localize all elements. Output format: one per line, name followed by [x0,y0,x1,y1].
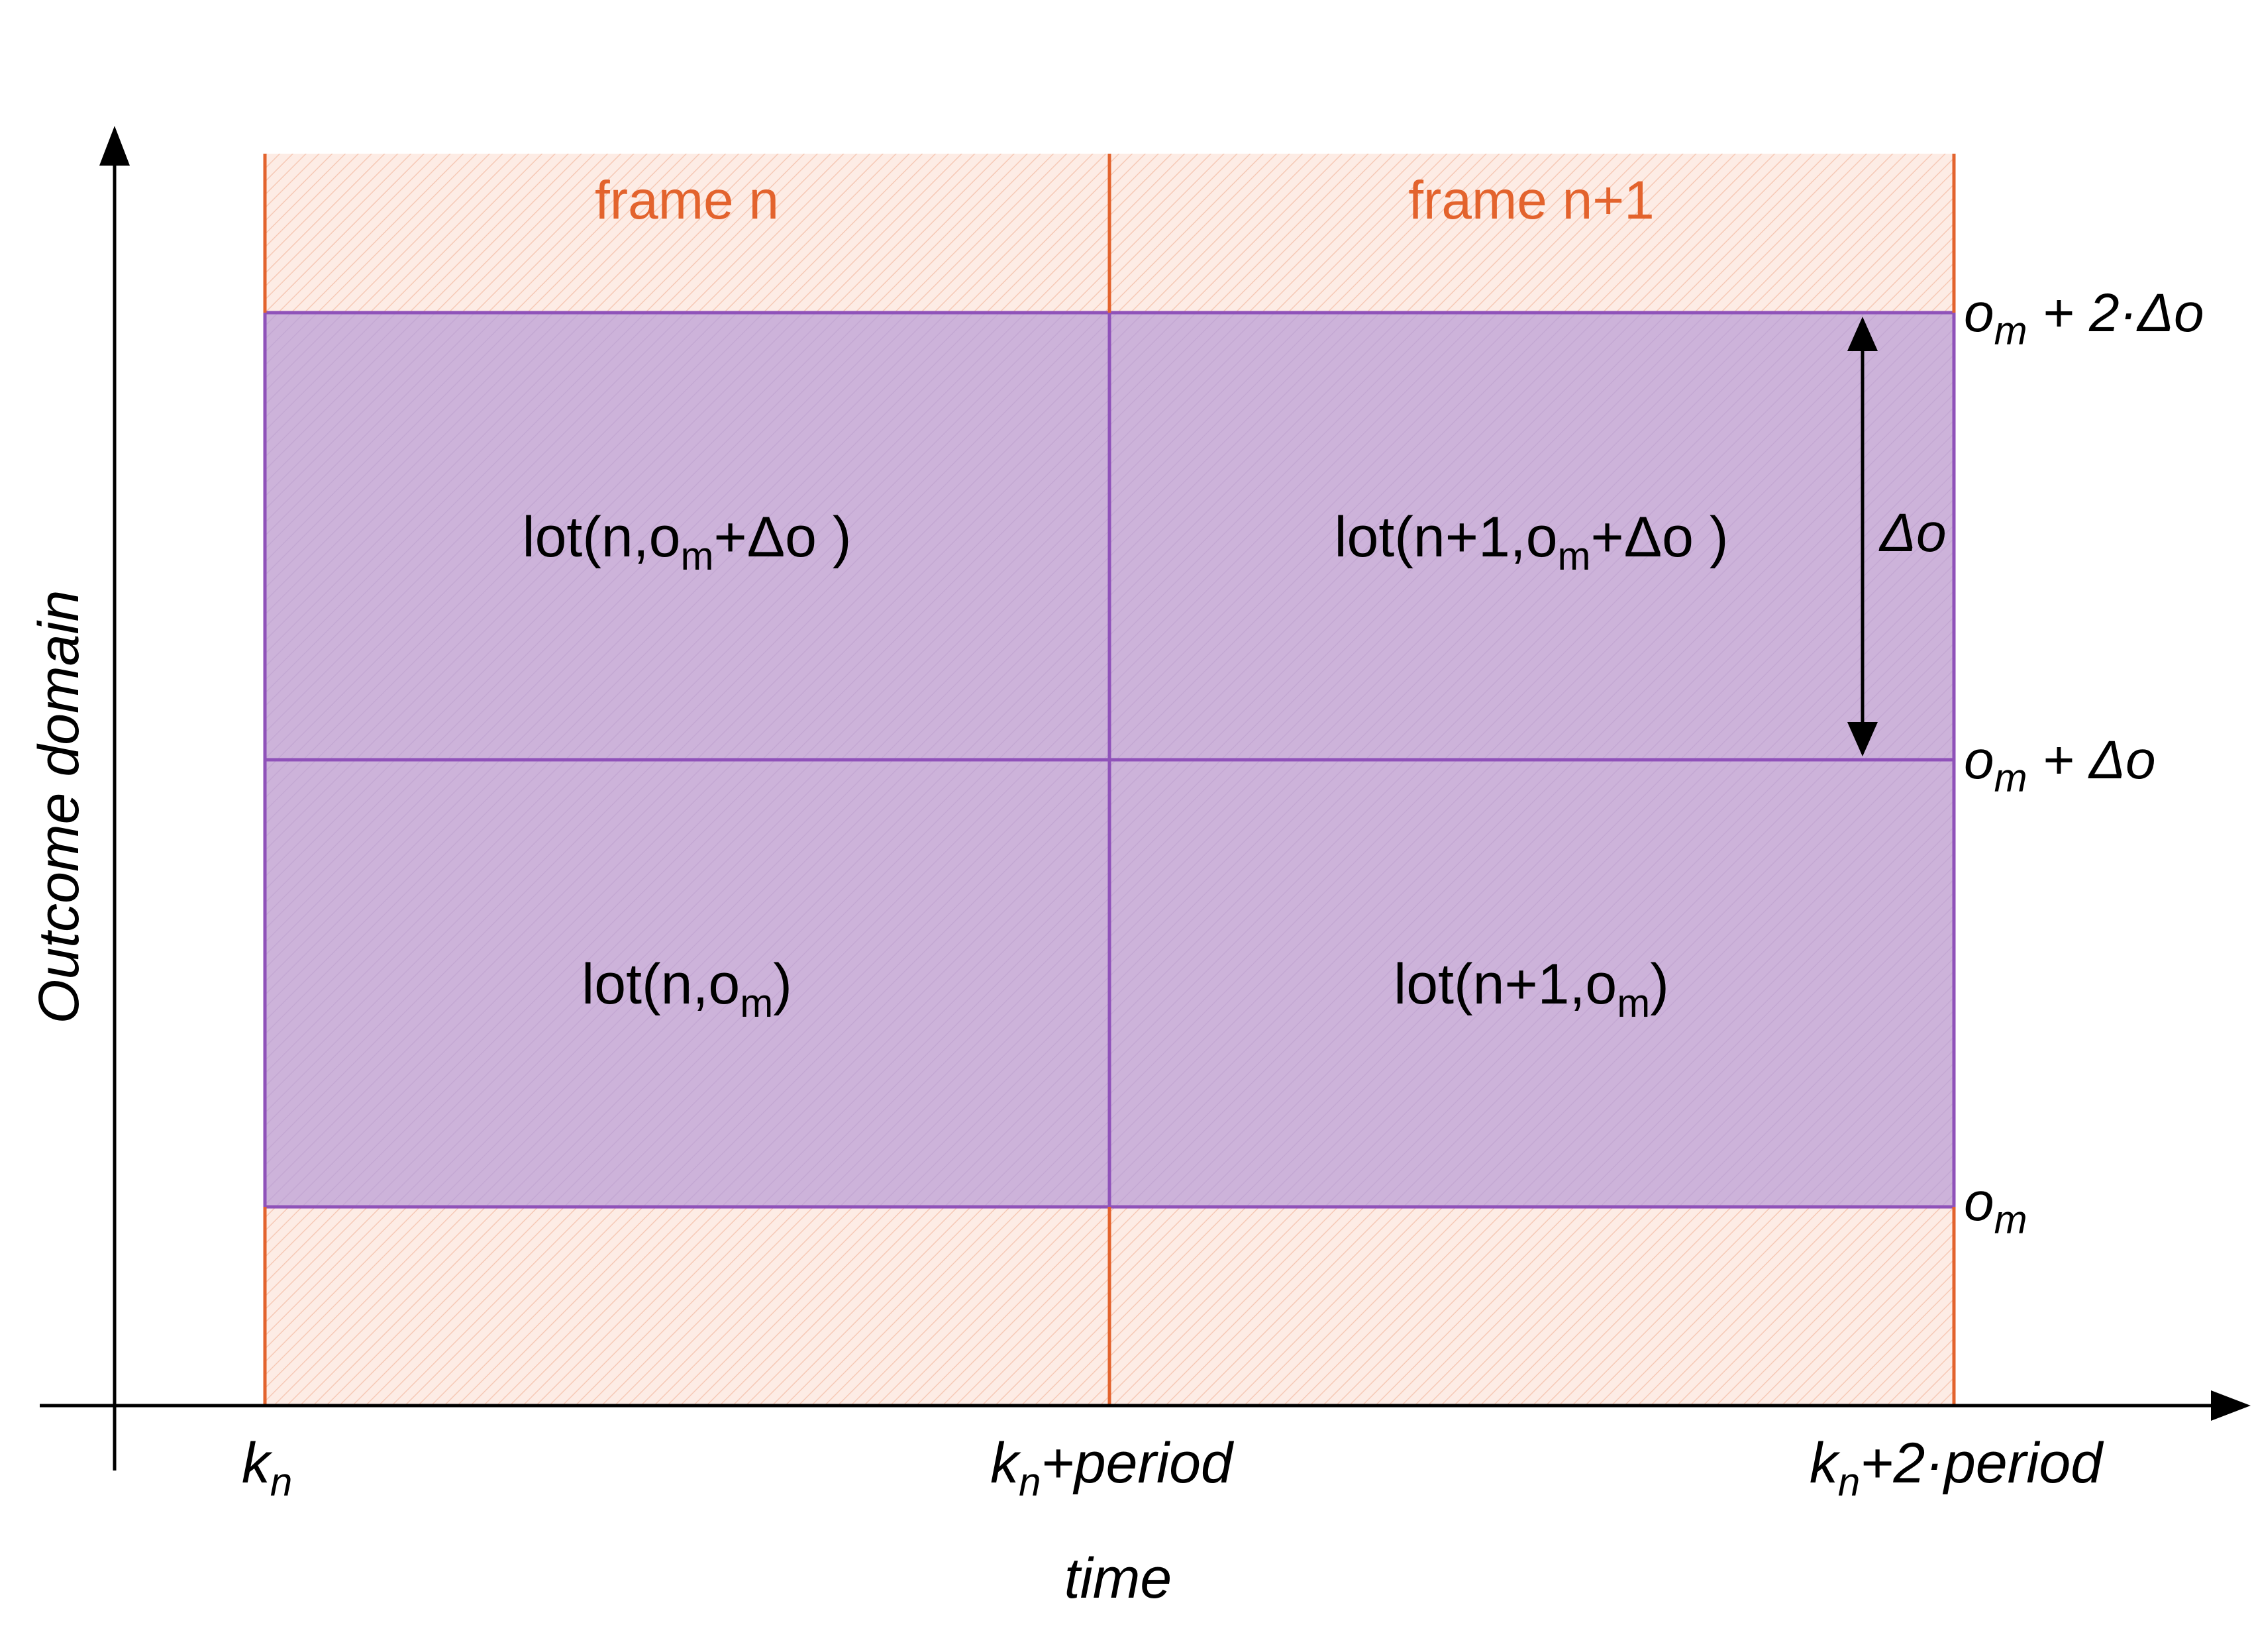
lot-label-bottom-left-sub: m [740,981,773,1025]
x-tick-label-kn: kn [242,1431,292,1504]
lot-label-bottom-left: lot(n,om) [582,953,792,1025]
y-axis-title: Outcome domain [27,590,91,1024]
o-level-label-top: om + 2·Δo [1964,283,2204,353]
o-level-middle-sub: m [1994,756,2027,800]
x-tick-label-kn-2period: kn+2·period [1810,1431,2104,1504]
lot-label-bottom-right-sub: m [1617,981,1650,1025]
o-level-bottom-sub: m [1994,1198,2027,1242]
x-tick-label-kn-period: kn+period [990,1431,1235,1504]
x-tick-0-sub: n [270,1460,292,1504]
lot-label-bottom-left-suffix: ) [773,953,792,1016]
lot-label-bottom-right: lot(n+1,om) [1394,953,1669,1025]
lot-label-bottom-right-prefix: lot(n+1,o [1394,953,1617,1016]
y-axis-arrowhead [99,126,130,166]
x-axis-arrowhead [2211,1390,2251,1421]
x-tick-1-sub: n [1019,1460,1041,1504]
lot-label-top-left: lot(n,om+Δo ) [522,505,851,578]
lot-label-top-right-suffix: +Δo ) [1591,505,1729,569]
o-level-top-base: o [1964,283,1994,343]
o-level-bottom-base: o [1964,1172,1994,1232]
lot-label-top-right-sub: m [1558,534,1591,578]
frame-label-n-plus-1: frame n+1 [1408,170,1654,231]
x-tick-0-base: k [242,1431,273,1495]
lot-label-top-right: lot(n+1,om+Δo ) [1334,505,1728,578]
x-tick-1-suffix: +period [1041,1431,1235,1495]
o-level-label-bottom: om [1964,1172,2027,1242]
o-level-middle-base: o [1964,730,1994,790]
lot-label-bottom-left-prefix: lot(n,o [582,953,740,1016]
lot-label-top-left-sub: m [681,534,714,578]
x-tick-2-sub: n [1838,1460,1860,1504]
x-tick-2-suffix: +2·period [1860,1431,2104,1495]
o-level-middle-suffix: + Δo [2027,730,2156,790]
lot-label-bottom-right-suffix: ) [1650,953,1669,1016]
o-level-label-middle: om + Δo [1964,730,2156,800]
delta-arrow-head-down [1847,722,1878,756]
lot-label-top-right-prefix: lot(n+1,o [1334,505,1557,569]
o-level-top-sub: m [1994,309,2027,353]
lot-label-top-left-suffix: +Δo ) [713,505,851,569]
x-axis-title: time [1064,1547,1172,1610]
delta-label: Δo [1878,503,1947,563]
x-tick-2-base: k [1810,1431,1841,1495]
lot-label-top-left-prefix: lot(n,o [522,505,680,569]
o-level-top-suffix: + 2·Δo [2027,283,2204,343]
delta-arrow-head-up [1847,317,1878,351]
x-tick-1-base: k [990,1431,1021,1495]
frame-label-n: frame n [595,170,779,231]
